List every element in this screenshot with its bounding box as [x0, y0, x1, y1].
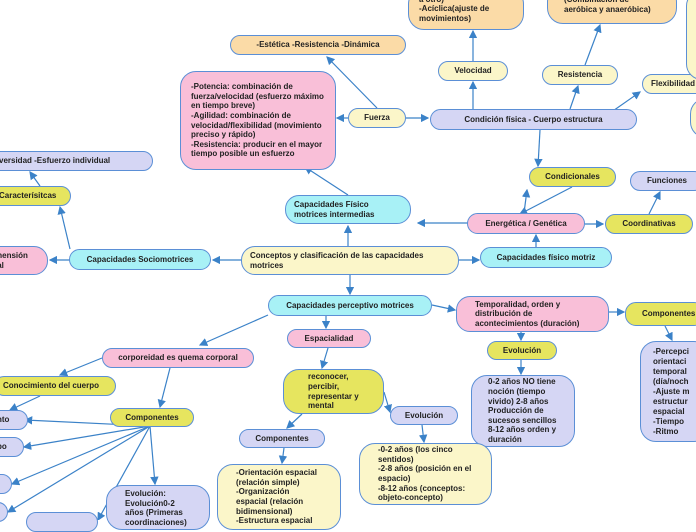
central-topic[interactable]: Conceptos y clasificación de las capacid… — [241, 246, 459, 275]
node-funciones[interactable]: Funciones — [630, 171, 696, 191]
node-componentes-espacial-descripcion[interactable]: -Orientación espacial (relación simple) … — [217, 464, 341, 530]
node-componentes-corporal[interactable]: Componentes — [110, 408, 194, 427]
node-coordinativas[interactable]: Coordinativas — [605, 214, 693, 234]
connector-arrow — [518, 186, 573, 215]
node-flexibilidad[interactable]: Flexibilidad — [642, 74, 696, 94]
connector-arrow — [29, 171, 41, 187]
connector-arrow — [149, 425, 159, 486]
node-componentes-espacial[interactable]: Componentes — [239, 429, 325, 448]
node-conocimiento-cuerpo[interactable]: Conocimiento del cuerpo — [0, 376, 116, 396]
connector-arrow — [286, 413, 303, 429]
connector-arrow — [6, 425, 151, 513]
connector-arrow — [383, 391, 392, 414]
connector-arrow — [664, 325, 673, 342]
node-evolucion-corporal[interactable]: Evolución: Evolución0-2 años (Primeras c… — [106, 485, 210, 530]
node-sociomotrices[interactable]: Capacidades Sociomotrices — [69, 249, 211, 270]
connector-arrow — [10, 425, 151, 486]
node-corporal-item-5 — [26, 512, 98, 532]
node-condicionales[interactable]: Condicionales — [529, 167, 616, 187]
connector-arrow — [278, 447, 288, 465]
node-energetica-genetica[interactable]: Energética / Genética — [467, 213, 585, 234]
node-fuerza-tipos[interactable]: -Estética -Resistencia -Dinámica — [230, 35, 406, 55]
node-evolucion-temporal-descripcion[interactable]: 0-2 años NO tiene noción (tiempo vivido)… — [471, 375, 575, 447]
node-velocidad-descripcion[interactable]: a otro) -Acíclica(ajuste de movimientos) — [408, 0, 524, 30]
connector-arrow — [303, 166, 349, 196]
connector-arrow — [8, 395, 41, 411]
connector-arrow — [57, 205, 71, 250]
node-fisico-intermedias[interactable]: Capacidades Físico motrices intermedias — [285, 195, 411, 224]
connector-arrow — [569, 84, 580, 110]
connector-arrow — [521, 188, 531, 214]
node-fisico-motriz[interactable]: Capacidades físico motriz — [480, 247, 612, 268]
node-espacialidad[interactable]: Espacialidad — [287, 329, 371, 348]
node-componentes-temporal-descripcion[interactable]: -Percepci orientaci temporal (día/noch -… — [640, 341, 696, 442]
connector-arrow — [320, 347, 329, 370]
connector-arrow — [58, 357, 103, 377]
node-caracteristicas[interactable]: Caracterísitcas — [0, 186, 71, 206]
node-fuerza[interactable]: Fuerza — [348, 108, 406, 128]
node-corporal-item-2[interactable]: po — [0, 437, 24, 457]
node-velocidad[interactable]: Velocidad — [438, 61, 508, 81]
node-resistencia[interactable]: Resistencia — [542, 65, 618, 85]
connector-arrow — [431, 304, 457, 313]
connector-arrow — [418, 424, 428, 444]
node-corporal-item-1[interactable]: nto — [0, 410, 28, 430]
connector-arrow — [198, 314, 269, 346]
node-condicion-fisica[interactable]: Condición física - Cuerpo estructura — [430, 109, 637, 130]
connector-arrow — [22, 425, 151, 450]
connector-arrow — [534, 129, 543, 168]
node-componentes-temporal[interactable]: Componentes — [625, 302, 696, 326]
connector-arrow — [157, 367, 171, 409]
connector-arrow — [584, 23, 602, 66]
node-fuerza-descripcion[interactable]: -Potencia: combinación de fuerza/velocid… — [180, 71, 336, 170]
node-resistencia-descripcion[interactable]: (Combinación de aeróbica y anaeróbica) — [547, 0, 677, 24]
node-dimension[interactable]: mensión ial — [0, 246, 48, 275]
node-perceptivo-motrices[interactable]: Capacidades perceptivo motrices — [268, 295, 432, 316]
node-corporeidad[interactable]: corporeidad es quema corporal — [102, 348, 254, 368]
node-diversidad[interactable]: versidad -Esfuerzo individual — [0, 151, 153, 171]
node-temporalidad[interactable]: Temporalidad, orden y distribución de ac… — [456, 296, 609, 332]
node-evolucion-espacial[interactable]: Evolución — [390, 406, 458, 425]
node-offscreen-right-1 — [686, 0, 696, 80]
connector-arrow — [648, 190, 661, 215]
node-reconocer[interactable]: reconocer, percibir, representar y menta… — [283, 369, 384, 414]
connector-arrow — [326, 56, 378, 109]
node-evolucion-temporal[interactable]: Evolución — [487, 341, 557, 360]
node-evolucion-espacial-descripcion[interactable]: -0-2 años (los cinco sentidos) -2-8 años… — [359, 443, 492, 505]
